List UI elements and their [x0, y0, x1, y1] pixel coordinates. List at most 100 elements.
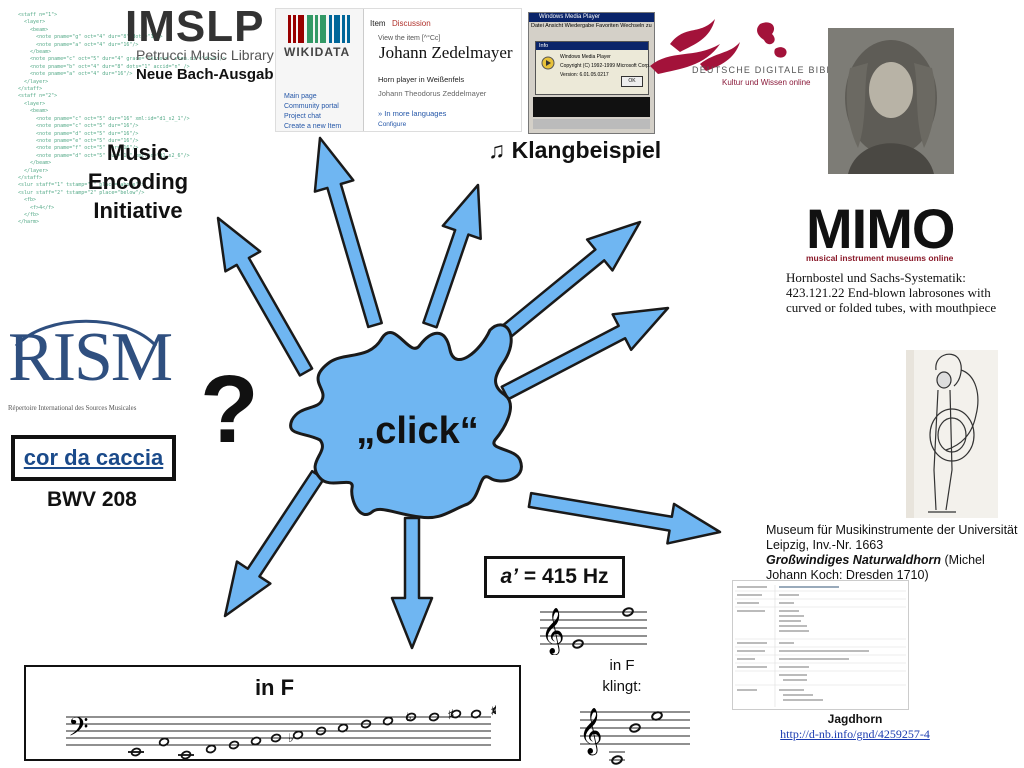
pitch-value: = 415 Hz — [518, 565, 609, 588]
music-note-icon: ♫ — [488, 137, 506, 163]
code-line: <note pname="f" oct="5" dur="16"/> — [18, 145, 139, 152]
code-line: <fb> — [18, 197, 37, 204]
rism-subtitle: Répertoire International des Sources Mus… — [8, 405, 137, 412]
in-f-klingt: in F klingt: — [598, 655, 646, 697]
info-dialog: Info Windows Media Player Copyright (C) … — [535, 41, 651, 95]
code-line: <note pname="a" oct="4" dur="16"/> — [18, 41, 139, 48]
code-line: </layer> — [18, 78, 49, 85]
rism-swoosh-icon — [14, 319, 158, 348]
wiki-nav-main-page[interactable]: Main page — [284, 93, 317, 100]
code-line: <slur staff="1" tstamp="1" place="above"… — [18, 182, 145, 189]
accidental: ♭ — [406, 710, 412, 724]
in-f-title: in F — [254, 675, 295, 700]
code-line: <staff n="1"> — [18, 12, 58, 18]
code-line: <layer> — [18, 19, 46, 26]
pitch-note-label: a’ — [500, 565, 519, 588]
code-line: </beam> — [18, 160, 52, 167]
gnd-link[interactable]: http://d-nb.info/gnd/4259257-4 — [780, 727, 930, 741]
info-dialog-title: Info — [536, 42, 648, 50]
click-splat[interactable] — [289, 323, 523, 520]
wiki-more-languages-link[interactable]: » In more languages — [378, 109, 447, 118]
media-player-icon — [541, 56, 555, 70]
mimo-subtitle: musical instrument museums online — [806, 253, 954, 263]
wiki-description: Horn player in Weißenfels — [378, 75, 465, 84]
cor-da-caccia-box: cor da caccia — [11, 435, 176, 481]
imslp-subtitle: Petrucci Music Library — [136, 47, 274, 63]
info-line: Copyright (C) 1992-1999 Microsoft Corp. — [560, 63, 651, 69]
code-line: </beam> — [18, 49, 52, 56]
ddb-logo-icon[interactable] — [640, 14, 815, 84]
imslp-logo[interactable]: IMSLP — [125, 2, 265, 51]
treble-clef-icon: 𝄞 — [579, 708, 603, 756]
code-line: <note pname="g" oct="4" dur="8" dots="1"… — [18, 34, 163, 41]
tab-item[interactable]: Item — [370, 19, 386, 28]
arrow — [223, 469, 326, 618]
wiki-nav-project-chat[interactable]: Project chat — [284, 113, 321, 120]
question-mark: ? — [200, 356, 259, 463]
click-label: „click“ — [356, 410, 479, 452]
ddb-name: DEUTSCHE DIGITALE BIBLIOTHEK — [692, 65, 874, 75]
code-line: <f>4</f> — [18, 204, 55, 211]
note-head — [180, 750, 192, 759]
mei-caption-line: Music — [106, 140, 170, 165]
note-head — [315, 726, 327, 736]
note-head — [428, 712, 440, 722]
playback-controls[interactable] — [533, 119, 650, 129]
wikidata-logo-icon — [288, 15, 350, 43]
code-line: </staff> — [18, 86, 43, 93]
wiki-configure-link[interactable]: Configure — [378, 121, 407, 128]
cor-da-caccia-link[interactable]: cor da caccia — [23, 445, 164, 470]
code-line: <beam> — [18, 108, 49, 115]
sounding-staff: 𝄞 — [579, 708, 690, 765]
note-head — [270, 733, 282, 743]
media-player-window[interactable]: Windows Media Player Datei Ansicht Wiede… — [528, 12, 655, 134]
code-line: </harm> — [18, 219, 40, 226]
code-line: </fb> — [18, 211, 40, 218]
treble-clef-icon: 𝄞 — [541, 608, 565, 655]
maker-text: (Michel — [941, 553, 985, 567]
note-head — [470, 709, 482, 719]
tab-discussion[interactable]: Discussion — [392, 19, 431, 28]
wiki-nav-community-portal[interactable]: Community portal — [284, 103, 339, 110]
composer-portrait — [828, 28, 954, 174]
mei-caption-line: Initiative — [93, 198, 183, 223]
museum-line: Johann Koch: Dresden 1710) — [766, 568, 929, 582]
code-line: <layer> — [18, 100, 46, 107]
wiki-nav-create-item[interactable]: Create a new Item — [284, 123, 342, 130]
mimo-logo[interactable]: MIMO — [806, 197, 955, 260]
horn-player-engraving — [906, 350, 998, 518]
mei-caption[interactable]: Music Encoding Initiative — [78, 138, 198, 225]
media-player-menu[interactable]: Datei Ansicht Wiedergabe Favoriten Wechs… — [531, 23, 652, 29]
arrow — [527, 491, 722, 545]
note-head — [250, 736, 262, 746]
arrow — [500, 306, 670, 401]
instrument-title: Großwindiges Naturwaldhorn — [766, 553, 942, 567]
info-line: Version: 6.01.05.0217 — [560, 72, 609, 78]
note-head — [382, 716, 394, 726]
code-line: </layer> — [18, 167, 49, 174]
media-player-title: Windows Media Player — [529, 13, 654, 22]
ok-button[interactable]: OK — [621, 76, 643, 87]
code-line: <slur staff="2" tstamp="2" place="below"… — [18, 189, 145, 196]
klangbeispiel-link[interactable]: ♫ Klangbeispiel — [488, 137, 661, 164]
museum-info: Museum für Musikinstrumente der Universi… — [766, 523, 1021, 583]
horn-in-f-box: in F 𝄢 ♭♭♯♯ — [24, 665, 521, 761]
mimo-line: curved or folded tubes, with mouthpiece — [786, 300, 997, 315]
note-head — [405, 712, 417, 722]
bass-clef-icon: 𝄢 — [68, 711, 89, 749]
code-line: <beam> — [18, 26, 49, 33]
accidental: ♭ — [288, 731, 294, 745]
wiki-view-text: View the item [^°Cc] — [378, 35, 441, 42]
nba-caption-clip: Neue Bach-Ausgabe — [136, 62, 274, 86]
note-head — [492, 705, 496, 715]
code-line: <note pname="c" oct="5" dur="16"/> — [18, 123, 139, 130]
note-head — [337, 723, 349, 733]
in-f-klingt-line: klingt: — [602, 678, 642, 695]
wikidata-card[interactable]: WIKIDATA Main page Community portal Proj… — [275, 8, 522, 132]
code-line: <note pname="e" oct="5" dur="16"/> — [18, 137, 139, 144]
note-head — [450, 709, 462, 719]
gnd-record-thumbnail — [732, 580, 909, 710]
code-line: </staff> — [18, 174, 43, 181]
wikidata-main-panel: Item Discussion View the item [^°Cc] Joh… — [363, 9, 521, 131]
museum-line: Leipzig, Inv.-Nr. 1663 — [766, 538, 884, 552]
